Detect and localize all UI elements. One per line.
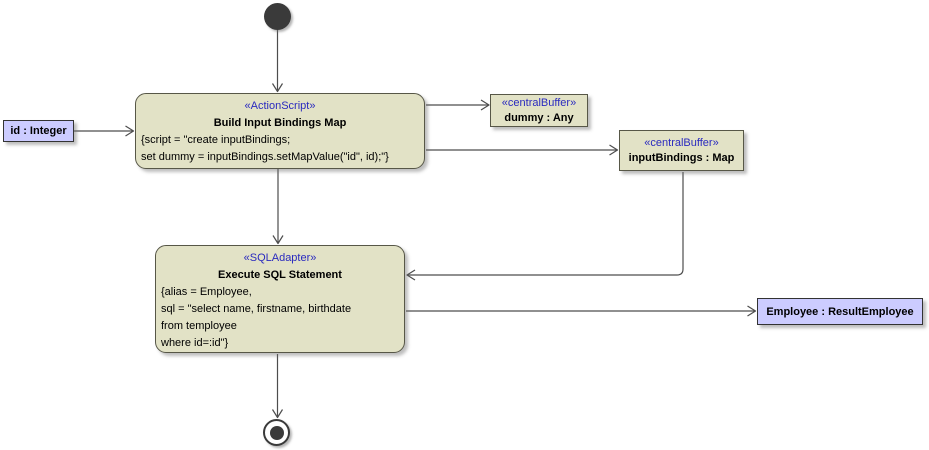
buffer-label: inputBindings : Map: [628, 151, 735, 164]
stereotype-label: «SQLAdapter»: [243, 252, 317, 264]
buffer-node-inputbindings-map: «centralBuffer» inputBindings : Map: [619, 130, 744, 171]
stereotype-label: «ActionScript»: [244, 100, 316, 112]
edge-id-to-build: [74, 125, 135, 137]
edge-execute-to-final: [271, 354, 284, 419]
object-node-employee-resultemployee: Employee : ResultEmployee: [757, 298, 923, 325]
script-line: from temployee: [161, 320, 237, 332]
edge-build-to-execute: [272, 169, 284, 245]
edge-build-to-dummy: [426, 99, 490, 111]
script-line: set dummy = inputBindings.setMapValue("i…: [141, 151, 389, 163]
object-node-label: Employee : ResultEmployee: [766, 305, 914, 318]
buffer-label: dummy : Any: [504, 111, 574, 124]
edge-inputbindings-to-execute: [406, 172, 684, 281]
stereotype-label: «centralBuffer»: [501, 96, 577, 109]
action-node-build-input-bindings-map: «ActionScript» Build Input Bindings Map …: [135, 93, 425, 169]
edge-execute-to-employee: [406, 305, 757, 317]
initial-node: [264, 3, 291, 30]
object-node-id-integer: id : Integer: [3, 120, 74, 142]
edge-initial-to-build: [271, 29, 284, 93]
edge-build-to-inputbindings: [426, 144, 619, 156]
script-line: {alias = Employee,: [161, 286, 252, 298]
script-line: where id=:id"}: [161, 337, 229, 349]
activity-final-node: [263, 419, 290, 446]
stereotype-label: «centralBuffer»: [644, 136, 719, 149]
buffer-node-dummy-any: «centralBuffer» dummy : Any: [490, 94, 588, 127]
script-line: {script = "create inputBindings;: [141, 134, 291, 146]
action-title: Build Input Bindings Map: [213, 117, 347, 129]
action-node-execute-sql-statement: «SQLAdapter» Execute SQL Statement {alia…: [155, 245, 405, 353]
object-node-label: id : Integer: [10, 125, 67, 137]
final-node-inner-dot: [269, 425, 284, 440]
action-title: Execute SQL Statement: [218, 269, 342, 281]
script-line: sql = "select name, firstname, birthdate: [161, 303, 352, 315]
